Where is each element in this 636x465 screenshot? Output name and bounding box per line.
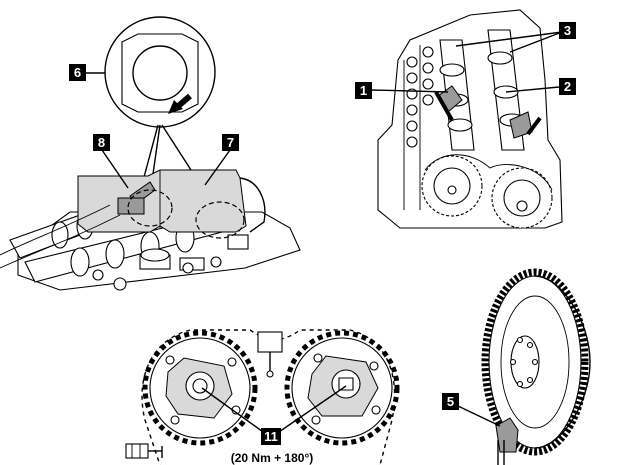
hoses [0,204,121,269]
camshaft-sensor [125,443,163,459]
callout-5: 5 [442,393,501,427]
callout-5-label: 5 [447,394,454,409]
intake-gear-bolt-holes [165,355,241,425]
callout-1-leader [371,89,449,93]
callout-5-leader [457,405,501,427]
flywheel-bolts [509,336,539,388]
callout-2-label: 2 [564,79,571,94]
detail-arrowhead [168,100,183,114]
exhaust-gear-bolt-holes [311,353,381,425]
flywheel-locking-tool [495,417,519,453]
callout-6-label: 6 [74,65,81,80]
callout-3-leader-a [509,31,563,53]
timing-belt-top [424,154,553,191]
head-inner-rail [403,45,421,210]
callout-11-leader-left [201,387,267,435]
position-arrow-right [526,116,542,136]
callout-5-box [442,393,459,410]
highlight-circle-left [127,189,173,227]
callout-11-leader-right [275,385,347,435]
callout-8-label: 8 [98,135,105,150]
camshaft-end-bore [132,45,188,101]
callout-8: 8 [93,134,129,189]
callout-3: 3 [455,22,576,53]
chain-tensioner [257,331,283,353]
callout-7-box [222,134,239,151]
callout-11-label: 11 [264,429,278,444]
camshaft-locking-tool-panel [0,16,301,291]
callout-1-label: 1 [360,83,367,98]
front-cover [239,177,266,233]
callout-2-leader [505,86,560,93]
callout-6: 6 [69,64,105,81]
timing-chain-links [139,327,397,465]
callout-11-box [261,428,281,445]
callout-2: 2 [505,78,576,95]
highlight-circle-right [195,201,245,239]
callout-3-leader-b [455,31,563,47]
flywheel-rim-side [534,275,591,449]
callout-6-box [69,64,86,81]
cylinder-head-top-view [377,9,563,229]
callout-3-box [559,22,576,39]
callout-11: 11 [201,385,347,445]
flywheel-face [500,295,570,429]
callout-8-box [93,134,110,151]
position-arrow-left [434,91,454,121]
callout-7: 7 [204,134,239,186]
callout-7-label: 7 [227,135,234,150]
cam-marker-right [509,111,533,139]
tool-block [117,197,145,215]
callout-7-leader [204,149,231,186]
bearing-caps [92,234,249,291]
callout-1: 1 [355,82,449,99]
flywheel-panel [481,268,591,465]
torque-specification: (20 Nm + 180°) [231,451,314,465]
callout-2-box [559,78,576,95]
flywheel-ring-gear [481,268,589,456]
callout-3-label: 3 [564,23,571,38]
cam-gear-right-hub [503,179,541,217]
callout-1-box [355,82,372,99]
callout-8-leader [101,149,129,189]
